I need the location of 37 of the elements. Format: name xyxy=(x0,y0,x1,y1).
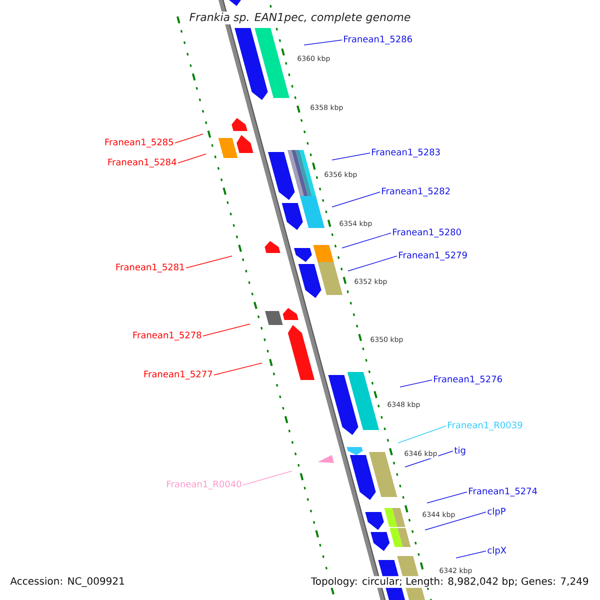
leader-line xyxy=(404,450,454,468)
gene-label: Franean1_R0040 xyxy=(167,480,242,490)
leader-line xyxy=(174,134,204,144)
leader-line xyxy=(456,550,486,558)
leader-line xyxy=(332,152,370,160)
gene-label: Franean1_5284 xyxy=(108,158,176,168)
leader-line xyxy=(178,154,206,164)
gene-label: tig xyxy=(454,446,466,456)
leader-line xyxy=(304,40,342,46)
gene-label: clpX xyxy=(488,546,506,556)
title: Frankia sp. EAN1pec, complete genome xyxy=(188,12,412,24)
leader-line xyxy=(186,256,232,268)
info-text: Accession: NC_009921 xyxy=(9,576,126,588)
gene-label: Franean1_5280 xyxy=(393,228,461,238)
gene-label: Franean1_5281 xyxy=(116,264,184,272)
leader-line xyxy=(242,470,292,486)
gene-label: Franean1_5274 xyxy=(469,488,538,496)
gene-label: Franean1_5276 xyxy=(434,376,502,384)
leader-line xyxy=(424,512,486,530)
gene-label: Franean1_5278 xyxy=(133,332,202,340)
leader-line xyxy=(398,426,446,444)
gene-label: clpP xyxy=(488,508,506,516)
gene-label: Franean1_5285 xyxy=(105,138,174,148)
gene-label: Franean1_5277 xyxy=(144,370,212,380)
leader-line xyxy=(400,380,432,388)
gene-label: Franean1_5283 xyxy=(372,148,440,158)
gene-label: Franean1_5282 xyxy=(382,188,450,196)
gene-label: Franean1_R0039 xyxy=(448,422,522,430)
leader-line xyxy=(202,324,250,336)
info-text: Topology: circular; Length: 8,982,042 bp; Genes: 7,249 xyxy=(310,576,590,588)
gene-label: Franean1_5279 xyxy=(399,252,467,260)
leader-line xyxy=(332,192,380,208)
leader-line xyxy=(426,492,468,504)
leader-line xyxy=(214,362,262,376)
gene-label: Franean1_5286 xyxy=(344,36,412,44)
leader-line xyxy=(348,256,398,272)
leader-line xyxy=(342,232,392,248)
